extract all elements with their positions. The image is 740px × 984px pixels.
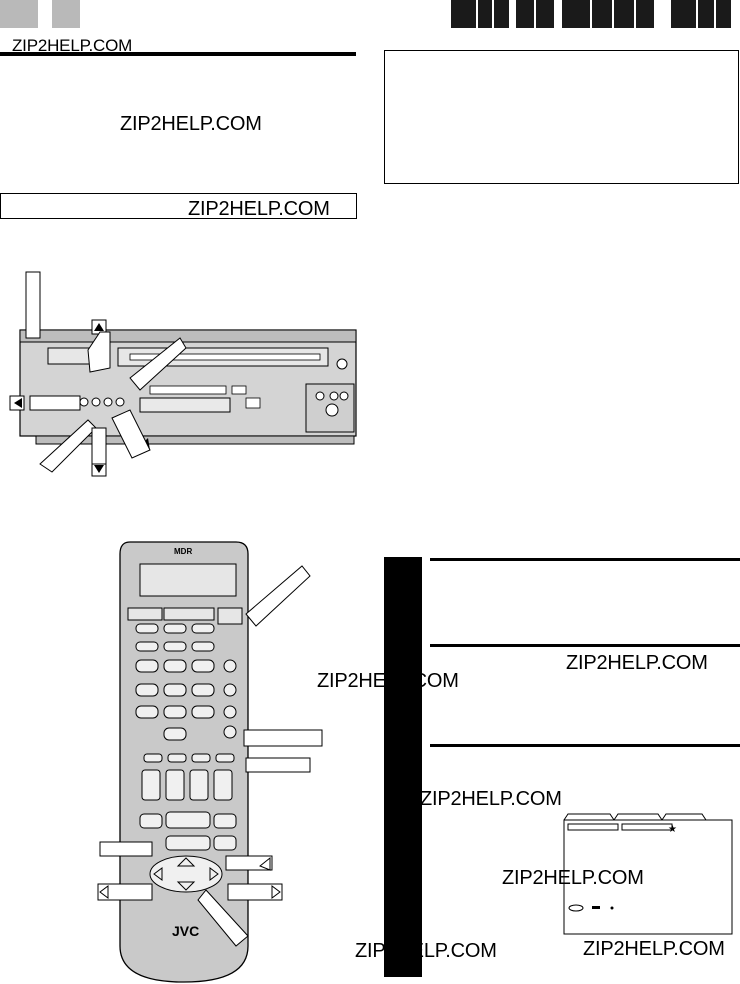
watermark-text: ZIP2HELP.COM xyxy=(120,113,262,135)
remote-brand: JVC xyxy=(172,923,199,939)
onscreen-menu-illustration: ★ xyxy=(563,813,733,935)
vcr-front-panel-illustration xyxy=(9,271,357,477)
section-rule xyxy=(430,644,740,647)
remote-control-illustration: MDR JVC xyxy=(97,541,323,983)
header-tab-gap xyxy=(696,0,698,28)
watermark-text: ZIP2HELP.COM xyxy=(355,940,497,962)
header-tab-gap xyxy=(612,0,614,28)
watermark-text: ZIP2HELP.COM xyxy=(566,652,708,674)
header-tab-gap xyxy=(476,0,478,28)
header-tab-left-2 xyxy=(52,0,80,28)
header-tab-left-1 xyxy=(0,0,38,28)
header-tab-right-4 xyxy=(671,0,731,28)
section-rule xyxy=(430,744,740,747)
section-rule xyxy=(430,558,740,561)
remote-top-label: MDR xyxy=(174,547,192,556)
header-tab-right-3 xyxy=(562,0,654,28)
section-sidebar xyxy=(384,557,422,977)
watermark-text: ZIP2HELP.COM xyxy=(420,788,562,810)
header-tab-gap xyxy=(590,0,592,28)
header-tab-gap xyxy=(492,0,494,28)
header-tab-right-1 xyxy=(451,0,509,28)
left-banner-box xyxy=(0,193,357,219)
watermark-text: ZIP2HELP.COM xyxy=(502,867,644,889)
right-info-box xyxy=(384,50,739,184)
header-tab-gap xyxy=(634,0,636,28)
svg-text:★: ★ xyxy=(668,824,677,835)
section-rule xyxy=(0,52,356,56)
header-tab-gap xyxy=(714,0,716,28)
watermark-text: ZIP2HELP.COM xyxy=(12,36,133,55)
header-tab-gap xyxy=(534,0,536,28)
watermark-text: ZIP2HELP.COM xyxy=(317,670,459,692)
watermark-text: ZIP2HELP.COM xyxy=(583,938,725,960)
watermark-text: ZIP2HELP.COM xyxy=(188,198,330,220)
